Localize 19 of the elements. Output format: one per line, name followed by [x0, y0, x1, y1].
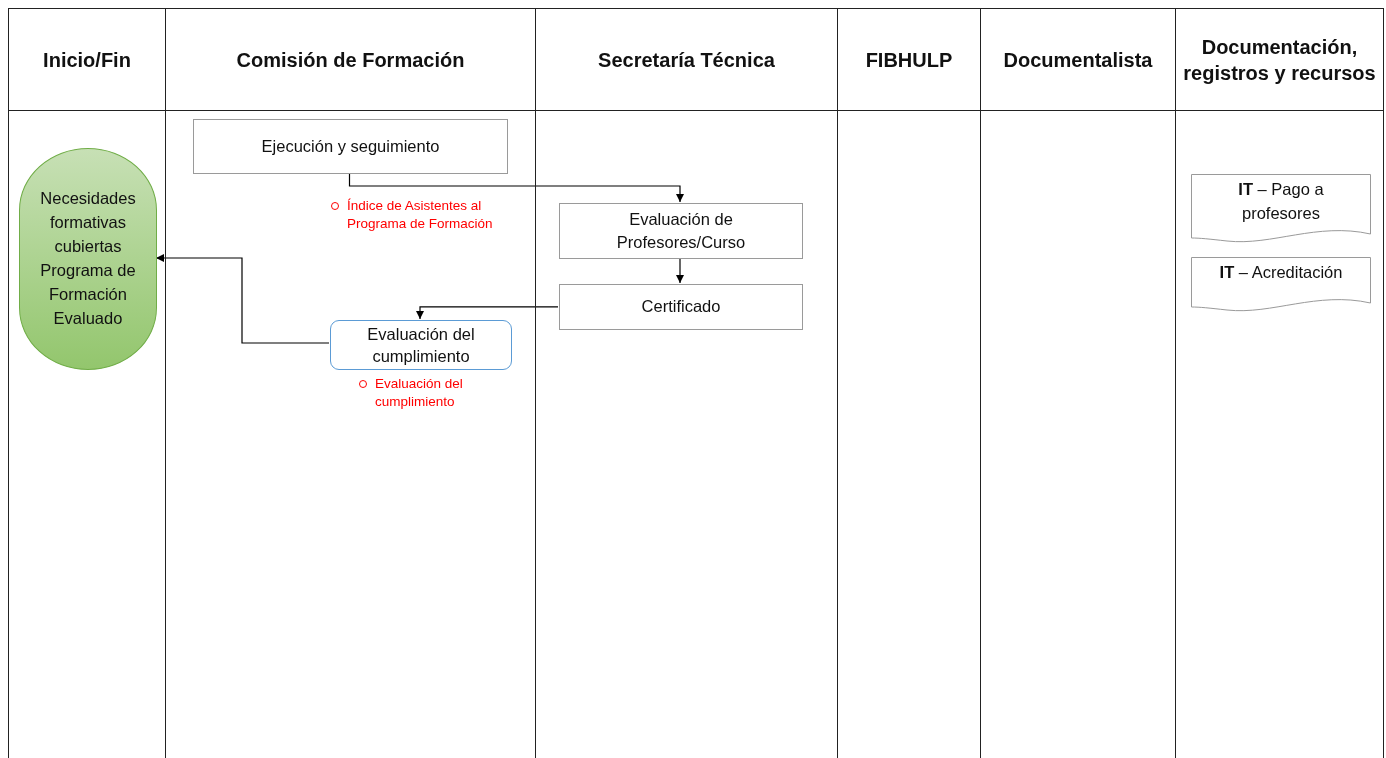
lane-header: Comisión de Formación	[166, 9, 535, 111]
process-box: Evaluación de Profesores/Curso	[559, 203, 803, 259]
lane-header: Inicio/Fin	[9, 9, 165, 111]
terminator-shape: Necesidades formativas cubiertas Programa de Formación Evaluado	[19, 148, 157, 370]
document-shape: IT – Pago a profesores	[1191, 174, 1371, 244]
document-shape: IT – Acreditación	[1191, 257, 1371, 313]
arrow	[416, 306, 559, 320]
record-note: Índice de Asistentes al Programa de Formación	[347, 197, 494, 234]
lane-header: Documentación, registros y recursos	[1176, 9, 1383, 111]
lane-header: Secretaría Técnica	[536, 9, 837, 111]
lane-header: Documentalista	[981, 9, 1175, 111]
arrow	[676, 257, 684, 284]
process-box: Certificado	[559, 284, 803, 330]
record-note: Evaluación del cumplimiento	[375, 375, 464, 412]
lane-header: FIBHULP	[838, 9, 980, 111]
rounded-process-box: Evaluación del cumplimiento	[330, 320, 512, 370]
arrow	[155, 254, 330, 344]
arrow	[348, 172, 684, 203]
process-box: Ejecución y seguimiento	[193, 119, 508, 174]
